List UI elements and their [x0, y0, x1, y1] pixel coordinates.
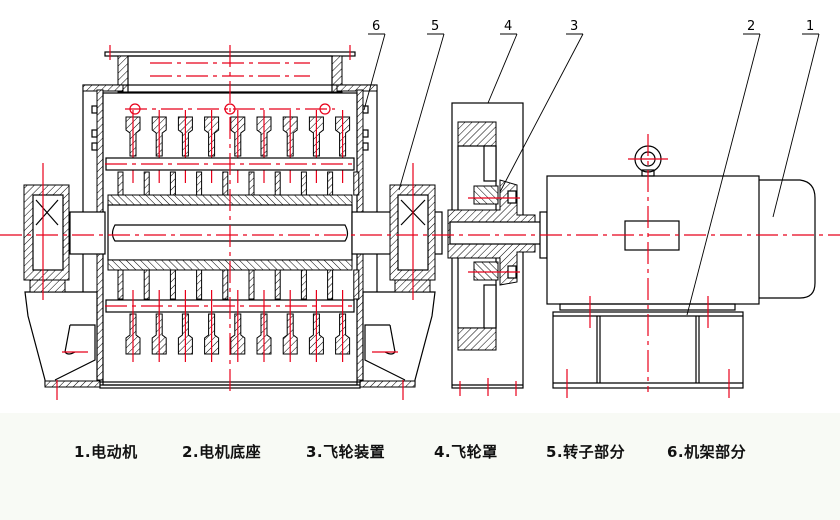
flywheel-rim-bottom: [457, 327, 497, 351]
shaft-keyway: [111, 224, 349, 242]
centerlines: [0, 45, 840, 400]
rotor-disc: [169, 269, 176, 300]
legend-item-motor: 1.电动机: [74, 443, 138, 461]
legend-item-flywheel-device: 3.飞轮装置: [306, 443, 386, 461]
rotor-disc: [274, 171, 281, 196]
rotor-disc: [143, 269, 150, 300]
svg-text:3: 3: [570, 19, 578, 34]
electric-motor: [546, 145, 816, 311]
legend-item-frame: 6.机架部分: [667, 443, 747, 461]
rotor-disc: [143, 171, 150, 196]
upper-hammers: [125, 110, 351, 183]
shaft-left-end: [69, 211, 106, 255]
assembly-drawing: 6 5 4 3 2 1: [0, 19, 840, 400]
flywheel-rim-top: [457, 121, 497, 147]
coupling-buffer-bottom: [473, 261, 499, 281]
rotor-disc: [222, 171, 229, 196]
svg-text:4: 4: [504, 19, 512, 34]
rotor-disc: [300, 269, 307, 300]
flywheel-device: [447, 121, 548, 351]
legend-panel: 1.电动机 2.电机底座 3.飞轮装置 4.飞轮罩 5.转子部分 6.机架部分: [0, 413, 840, 520]
rotor-disc: [248, 171, 255, 196]
rotor-disc: [353, 171, 360, 196]
rotor-disc: [327, 269, 334, 300]
callout-1: 1: [772, 19, 820, 218]
rotor-disc: [274, 269, 281, 300]
coupling-bolt-top: [507, 190, 517, 204]
coupling-buffer-top: [473, 185, 499, 205]
rotor-disc: [117, 269, 124, 300]
assembly-drawing-svg: 6 5 4 3 2 1: [0, 19, 840, 400]
callout-3: 3: [499, 19, 584, 193]
callout-2: 2: [686, 19, 761, 316]
svg-text:6: 6: [372, 19, 380, 34]
callout-4: 4: [487, 19, 518, 104]
left-base-foot: [24, 291, 98, 386]
rotor-disc: [196, 171, 203, 196]
callout-5: 5: [398, 19, 445, 191]
motor-body: [546, 175, 760, 305]
lower-hammers: [125, 290, 351, 362]
legend-item-motor-base: 2.电机底座: [182, 443, 262, 461]
legend-item-rotor: 5.转子部分: [546, 443, 626, 461]
svg-text:1: 1: [806, 19, 814, 34]
svg-text:2: 2: [747, 19, 755, 34]
left-bearing-housing: [23, 184, 70, 293]
rotor-disc: [300, 171, 307, 196]
rotor-disc: [248, 269, 255, 300]
rotor-disc: [222, 269, 229, 300]
rotor-disc: [327, 171, 334, 196]
callout-6: 6: [363, 19, 386, 111]
rotor-disc: [353, 269, 360, 300]
parts-legend: 1.电动机 2.电机底座 3.飞轮装置 4.飞轮罩 5.转子部分 6.机架部分: [0, 441, 840, 465]
right-base-foot: [362, 291, 436, 386]
rotor-disc: [117, 171, 124, 196]
motor-fan-cover: [759, 179, 816, 299]
lower-discs: [117, 269, 360, 300]
rotor-disc: [196, 269, 203, 300]
legend-item-flywheel-guard: 4.飞轮罩: [434, 443, 498, 461]
housing-bolts: [91, 105, 369, 151]
svg-text:5: 5: [431, 19, 439, 34]
rotor-disc: [169, 171, 176, 196]
callouts: 6 5 4 3 2 1: [363, 19, 820, 316]
